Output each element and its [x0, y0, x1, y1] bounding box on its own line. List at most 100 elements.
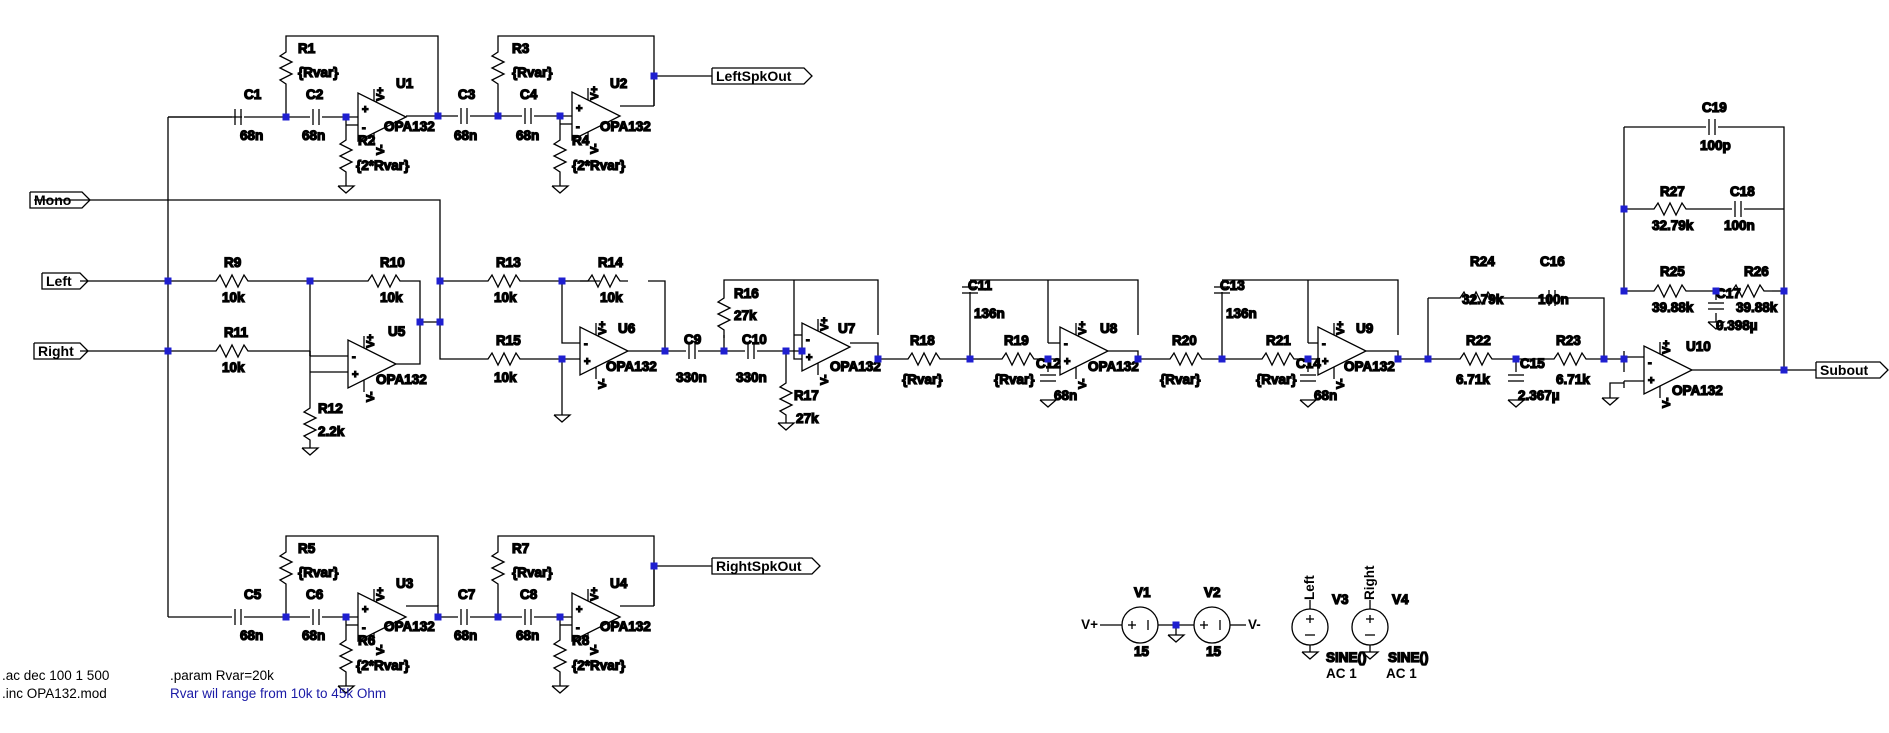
resistor-body: [360, 273, 408, 289]
resistor-r2: R2{2*Rvar}: [338, 132, 411, 180]
junction-dot: [650, 562, 658, 570]
opamp-model: OPA132: [1088, 359, 1139, 374]
opamp-body: [1643, 344, 1694, 396]
input-sign: -: [352, 351, 356, 363]
ground-symbol: [1707, 321, 1726, 330]
opamp-body: [801, 321, 852, 373]
capacitor-value: 68n: [454, 628, 477, 643]
ground-symbol: [337, 685, 356, 694]
ground-triangle: [1507, 399, 1526, 408]
vplus-pin-label: V+: [1335, 321, 1347, 335]
ground-symbol: [1361, 651, 1380, 660]
vplus-pin-label: V+: [375, 87, 387, 101]
resistor-value: 27k: [734, 308, 757, 323]
opamp-model: OPA132: [1344, 359, 1395, 374]
resistor-body: [1546, 351, 1594, 367]
junction-dot: [1780, 287, 1788, 295]
vplus-pin-label: V+: [819, 317, 831, 331]
ground-symbol: [337, 185, 356, 194]
capacitor-value: 0.398µ: [1716, 318, 1758, 333]
junction-dot: [661, 347, 669, 355]
opamp-label: U7: [838, 321, 855, 336]
opamp-model: OPA132: [830, 359, 881, 374]
v3-net-label: Left: [1302, 575, 1317, 600]
junction-dot: [874, 355, 882, 363]
capacitor-label: C10: [742, 332, 767, 347]
capacitor-value: 330n: [676, 370, 707, 385]
resistor-label: R15: [496, 333, 521, 348]
capacitor-label: C1: [244, 87, 262, 102]
ground-symbol: [551, 185, 570, 194]
resistor-value: {Rvar}: [994, 372, 1035, 387]
resistor-body: [490, 44, 506, 92]
junction-dot: [556, 613, 564, 621]
junction-dot: [1600, 355, 1608, 363]
port-flag: [41, 272, 89, 290]
ground-triangle: [337, 185, 356, 194]
resistor-label: R3: [512, 41, 530, 56]
port-flag: [711, 67, 813, 85]
vplus-pin-label: V+: [1077, 321, 1089, 335]
capacitor-label: C8: [520, 587, 538, 602]
resistor-r1: R1{Rvar}: [278, 40, 340, 92]
resistor-value: 6.71k: [1556, 372, 1590, 387]
junction-dot: [436, 318, 444, 326]
source-label: V4: [1392, 592, 1409, 607]
input-sign: -: [806, 334, 810, 346]
resistor-value: 10k: [494, 290, 517, 305]
input-sign: +: [1322, 356, 1328, 368]
resistor-body: [278, 44, 294, 92]
input-sign: -: [1064, 338, 1068, 350]
ground-symbol: [1039, 399, 1058, 408]
junction-dot: [494, 613, 502, 621]
resistor-value: 2.2k: [318, 424, 345, 439]
vminus-pin-label: V-: [597, 378, 609, 389]
port-mono: Mono: [29, 191, 91, 209]
resistor-value: {Rvar}: [512, 65, 553, 80]
ground-symbol: [551, 685, 570, 694]
capacitor-label: C14: [1296, 356, 1321, 371]
junction-dot: [1172, 621, 1180, 629]
vminus-pin-label: V-: [375, 144, 387, 155]
resistor-body: [480, 273, 528, 289]
capacitor-value: 68n: [516, 628, 539, 643]
param-directive: .param Rvar=20k: [170, 668, 274, 683]
resistor-body: [900, 351, 948, 367]
wire: [1718, 126, 1785, 200]
opamp-label: U5: [388, 324, 406, 339]
resistor-body: [1646, 283, 1694, 299]
resistor-body: [552, 632, 568, 680]
opamp-model: OPA132: [1672, 383, 1723, 398]
vplus-pin-label: V+: [365, 334, 377, 348]
wire: [793, 280, 802, 360]
source-value: SINE(): [1388, 650, 1429, 665]
ground-triangle: [551, 685, 570, 694]
opamp-body: [571, 90, 622, 142]
wire: [1108, 350, 1139, 359]
capacitor-value: 136n: [1226, 306, 1257, 321]
resistor-value: {Rvar}: [298, 65, 339, 80]
junctions: [164, 72, 1788, 629]
junction-dot: [164, 277, 172, 285]
capacitor-label: C12: [1036, 356, 1061, 371]
port-right-spk-out: RightSpkOut: [711, 557, 821, 575]
resistor-body: [552, 132, 568, 180]
capacitor-label: C2: [306, 87, 323, 102]
junction-dot: [282, 613, 290, 621]
resistor-body: [716, 290, 732, 338]
resistor-value: {Rvar}: [1160, 372, 1201, 387]
port-label: Right: [38, 343, 74, 359]
ground-symbol: [1167, 634, 1186, 643]
